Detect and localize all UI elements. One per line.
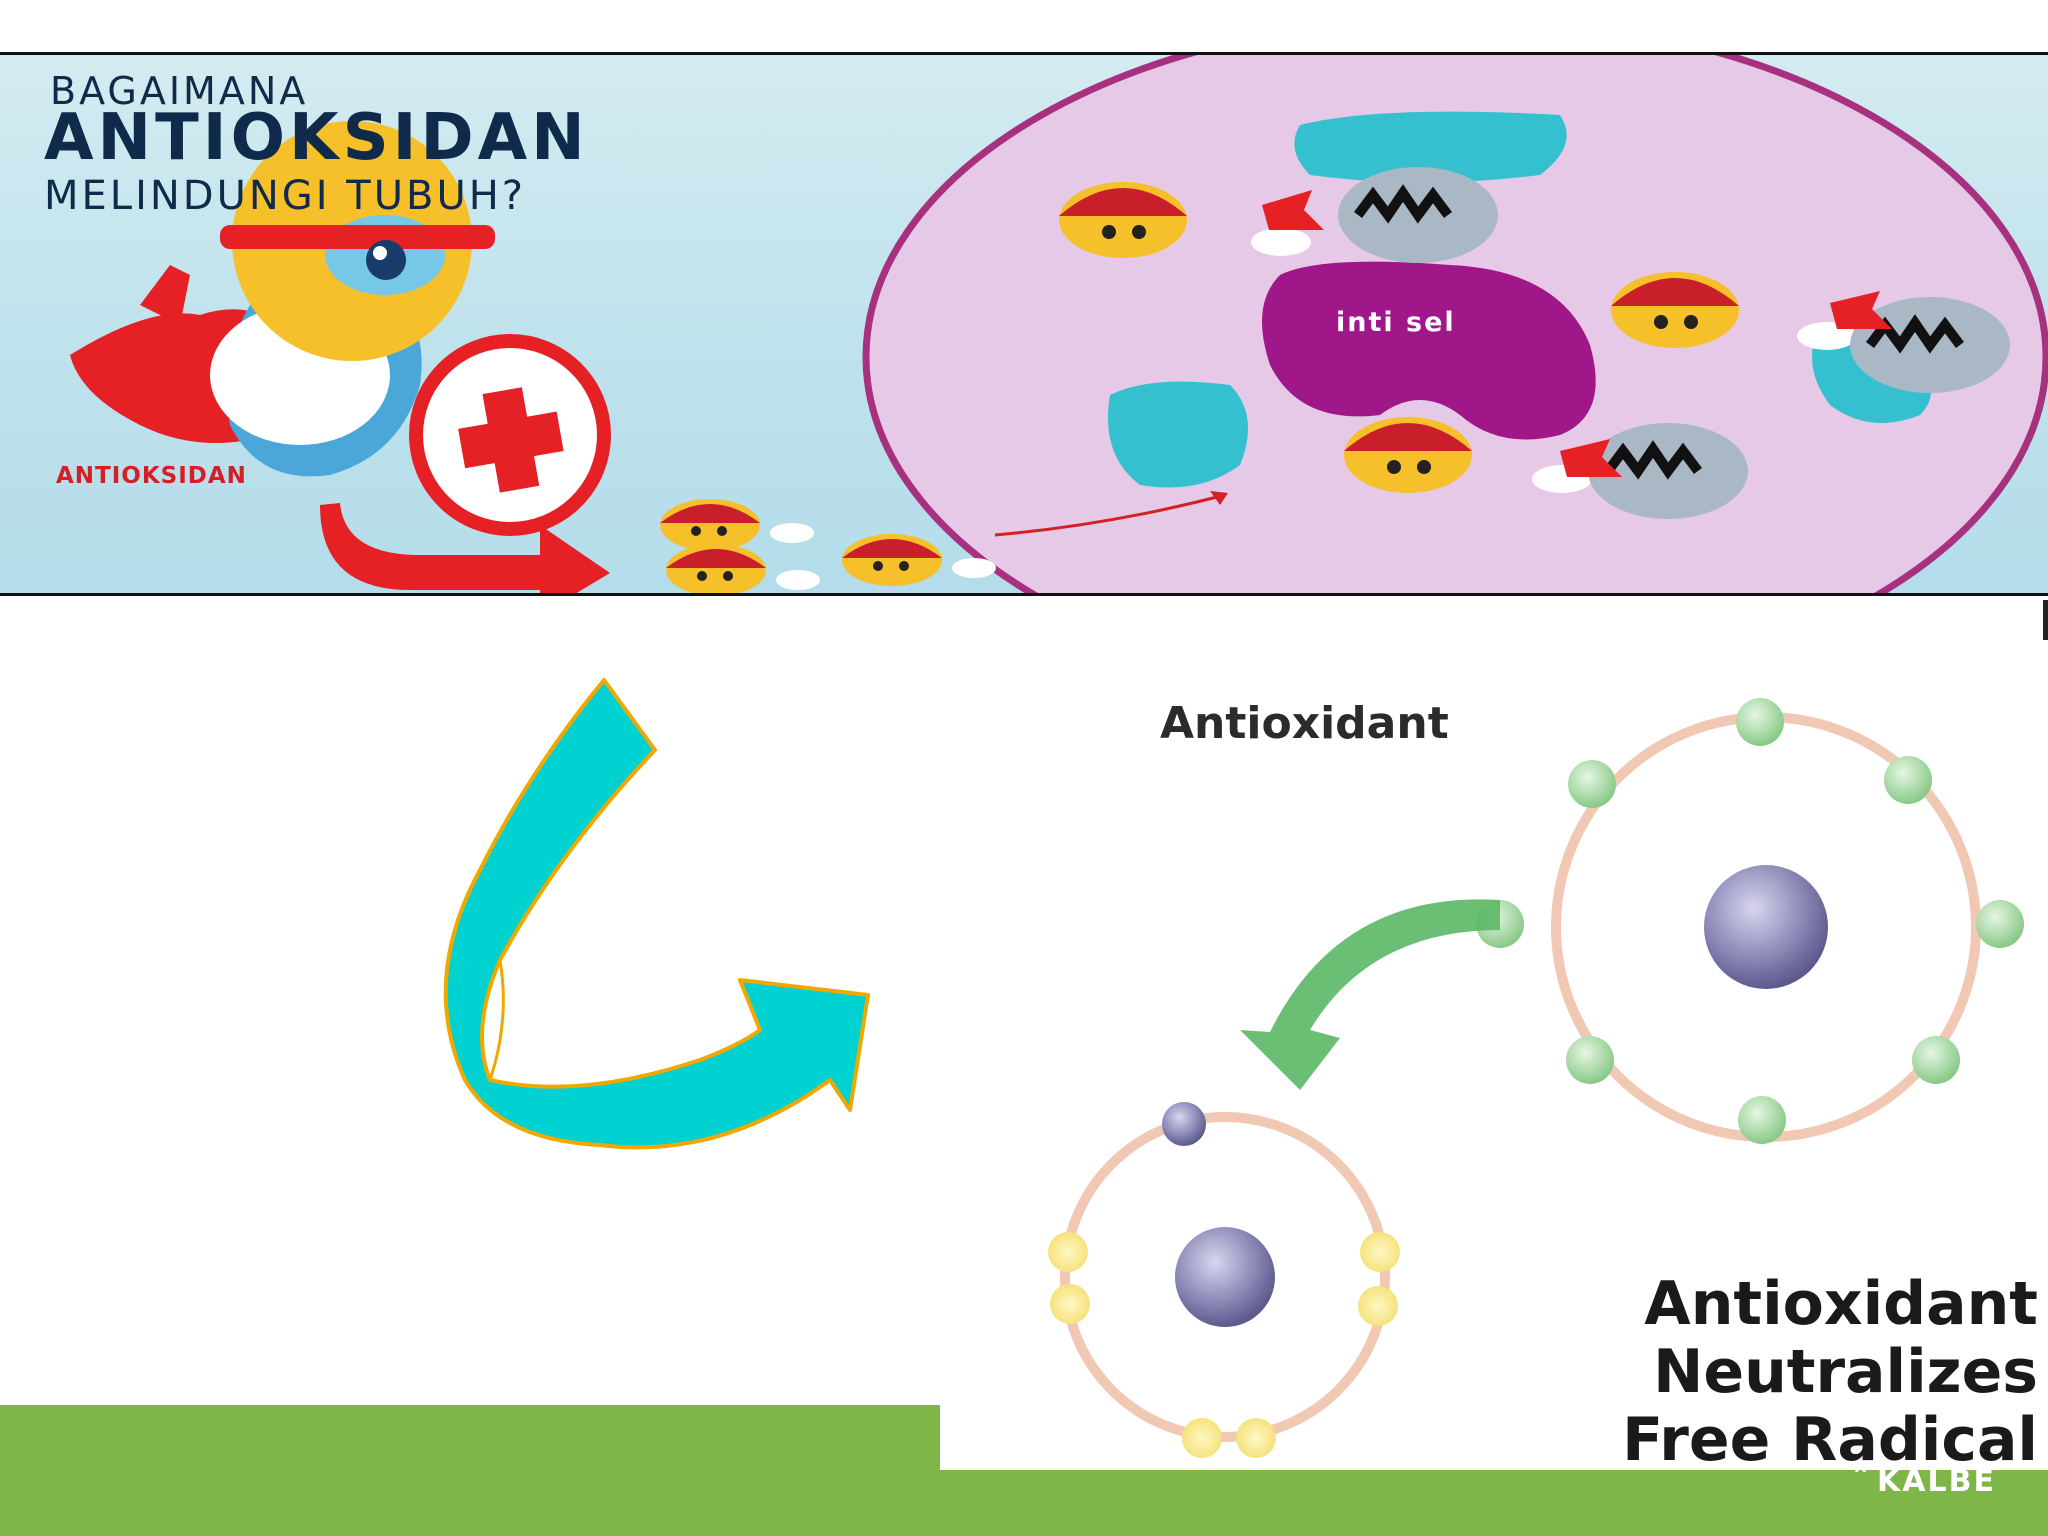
banner-illustration — [70, 55, 2048, 593]
electron-transfer-arrow — [1240, 899, 1500, 1090]
diagram-illustration — [1048, 698, 2024, 1458]
banner-title-line2: ANTIOKSIDAN — [44, 101, 589, 175]
organelle-top — [1294, 111, 1567, 183]
kalbe-logo-icon: ˄ — [1852, 1460, 1871, 1500]
logo-text: KALBE — [1877, 1464, 1996, 1499]
free-radical-electrons — [1048, 1232, 1400, 1458]
red-arrow — [320, 503, 610, 593]
diagram-label: Antioxidant — [1160, 698, 1449, 749]
antioxidant-nucleus — [1704, 865, 1828, 989]
donated-electron — [1162, 1102, 1206, 1146]
entry-arrow — [994, 493, 1226, 537]
nucleus-label: inti sel — [1336, 307, 1456, 338]
free-radical-nucleus — [1175, 1227, 1275, 1327]
banner-title-line3: MELINDUNGI TUBUH? — [44, 173, 527, 219]
antioxidant-characters — [660, 182, 1857, 593]
banner-title-line1: BAGAIMANA — [50, 69, 309, 113]
caption-line-2: Neutralizes — [1653, 1337, 2038, 1407]
edge-rule — [2043, 600, 2048, 650]
free-radical-orbit — [1060, 1112, 1390, 1442]
diagram-caption: Antioxidant Neutralizes Free Radical — [1622, 1270, 2038, 1474]
caption-line-3: Free Radical — [1622, 1405, 2038, 1475]
kalbe-logo: ˄KALBE — [1852, 1460, 1996, 1500]
antioxidant-infographic-banner: BAGAIMANA ANTIOKSIDAN MELINDUNGI TUBUH? … — [0, 52, 2048, 596]
organelle-left — [1108, 381, 1248, 488]
mascot-label: ANTIOKSIDAN — [56, 463, 247, 489]
cell-nucleus — [1262, 261, 1596, 440]
curved-arrow — [443, 678, 870, 1150]
antioxidant-mascot — [70, 121, 611, 536]
antioxidant-diagram: Antioxidant Antioxidant Neutralizes Free… — [940, 640, 2048, 1474]
caption-line-1: Antioxidant — [1644, 1269, 2038, 1339]
